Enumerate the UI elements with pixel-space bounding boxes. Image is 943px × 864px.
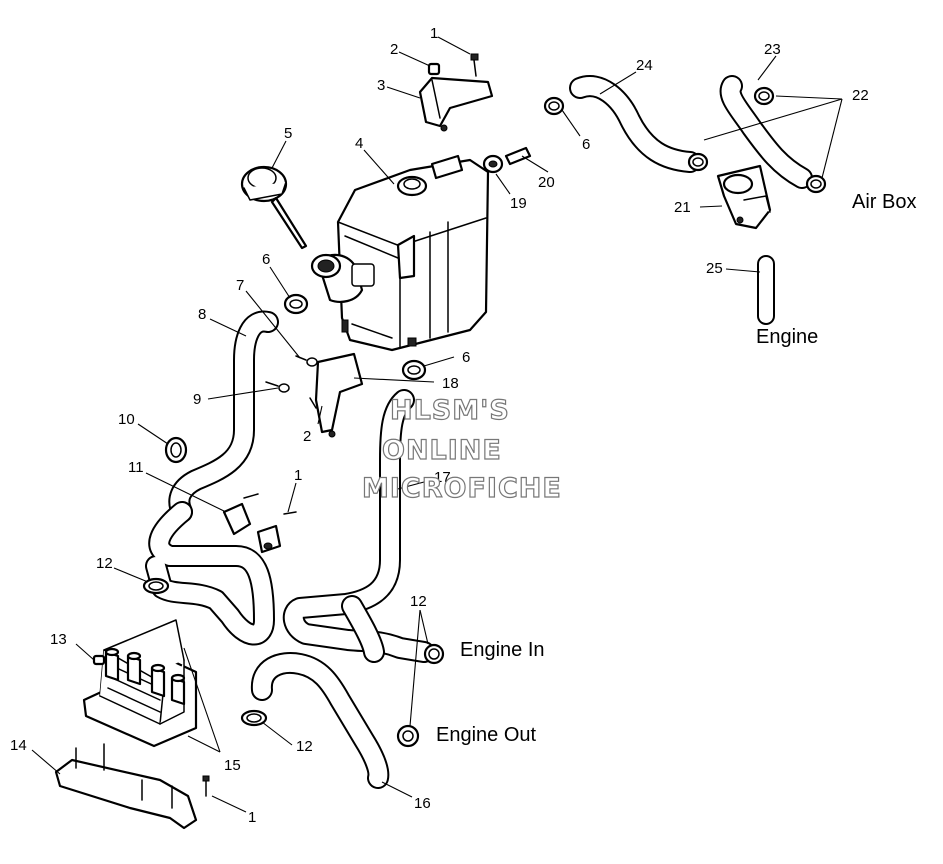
cooler-core-15 (82, 619, 198, 748)
callout-3: 3 (377, 77, 385, 94)
watermark-line-1: HLSM'S (390, 395, 510, 426)
callout-1-top: 1 (430, 25, 438, 42)
bracket-18 (314, 352, 364, 438)
hose-clamp-6-upper (543, 96, 565, 116)
callout-6-upper: 6 (582, 136, 590, 153)
callout-2-mid: 2 (303, 428, 311, 445)
hose-clamp-22b (805, 174, 827, 194)
callout-16: 16 (414, 795, 431, 812)
watermark-line-2: ONLINE (382, 435, 502, 466)
callout-8: 8 (198, 306, 206, 323)
callout-21: 21 (674, 199, 691, 216)
clip-11b (256, 524, 282, 554)
label-engine-out: Engine Out (436, 724, 537, 746)
callout-7: 7 (236, 277, 244, 294)
callout-12-bottom: 12 (296, 738, 313, 755)
callout-5: 5 (284, 125, 292, 142)
watermark: HLSM'S ONLINE MICROFICHE (361, 394, 562, 504)
hose-clamp-22a (753, 86, 775, 106)
callout-23: 23 (764, 41, 781, 58)
callout-20: 20 (538, 174, 555, 191)
clip-11a (222, 502, 252, 536)
bolt-top (470, 53, 479, 77)
valve-fitting-21 (716, 164, 772, 230)
callout-4: 4 (355, 135, 363, 152)
mounting-bracket-top (418, 76, 494, 132)
callout-18: 18 (442, 375, 459, 392)
screw-1-mid (243, 493, 297, 515)
callout-17: 17 (434, 469, 451, 486)
hose-23 (719, 75, 813, 189)
nut-13 (92, 654, 106, 666)
radiator-loop-hose (145, 501, 275, 646)
callout-11: 11 (128, 459, 144, 476)
destination-labels: Air Box Engine Engine In Engine Out (436, 191, 916, 746)
washer-9 (265, 381, 290, 393)
hose-17 (282, 389, 435, 663)
leader-lines (31, 36, 843, 813)
hose-8 (168, 310, 279, 523)
washer-7 (295, 355, 318, 367)
callout-6-bottom: 6 (462, 349, 470, 366)
hose-clamp-12d (396, 724, 420, 748)
hose-16 (250, 652, 390, 789)
fitting-20 (504, 146, 532, 166)
callout-9: 9 (193, 391, 201, 408)
callout-22: 22 (852, 87, 869, 104)
callout-1-bottom: 1 (248, 809, 256, 826)
hose-24 (569, 75, 701, 173)
mounting-plate-14 (54, 743, 198, 830)
hose-clamp-12c (240, 709, 268, 727)
callout-10: 10 (118, 411, 135, 428)
callout-24: 24 (636, 57, 653, 74)
tank-outlet-elbow (310, 253, 375, 303)
callout-12-right: 12 (410, 593, 427, 610)
hose-clamp-6-left (283, 293, 309, 315)
hose-clamp-6-bottom (401, 359, 427, 381)
callout-14: 14 (10, 737, 27, 754)
callout-2-top: 2 (390, 41, 398, 58)
grommet-19 (482, 154, 504, 174)
callout-numbers: 1 2 3 4 5 6 6 6 7 8 9 2 18 10 11 1 17 12… (10, 25, 869, 826)
clamp-10 (164, 436, 188, 464)
screw-1-bottom (202, 775, 210, 797)
callout-6-left: 6 (262, 251, 270, 268)
nut-top (427, 62, 441, 76)
coolant-reservoir-tank (336, 154, 490, 352)
watermark-line-3: MICROFICHE (362, 473, 562, 504)
hose-clamp-12b (423, 643, 445, 665)
radiator-cap (240, 165, 308, 250)
hose-clamp-12a (142, 577, 170, 595)
nut-2-mid (309, 397, 317, 409)
callout-15: 15 (224, 757, 241, 774)
callout-13: 13 (50, 631, 67, 648)
label-air-box: Air Box (852, 191, 916, 213)
label-engine-in: Engine In (460, 639, 545, 661)
label-engine: Engine (756, 326, 818, 348)
callout-1-mid: 1 (294, 467, 302, 484)
callout-25: 25 (706, 260, 723, 277)
callout-19: 19 (510, 195, 527, 212)
callout-12-left: 12 (96, 555, 113, 572)
hose-clamp-22c (687, 152, 709, 172)
